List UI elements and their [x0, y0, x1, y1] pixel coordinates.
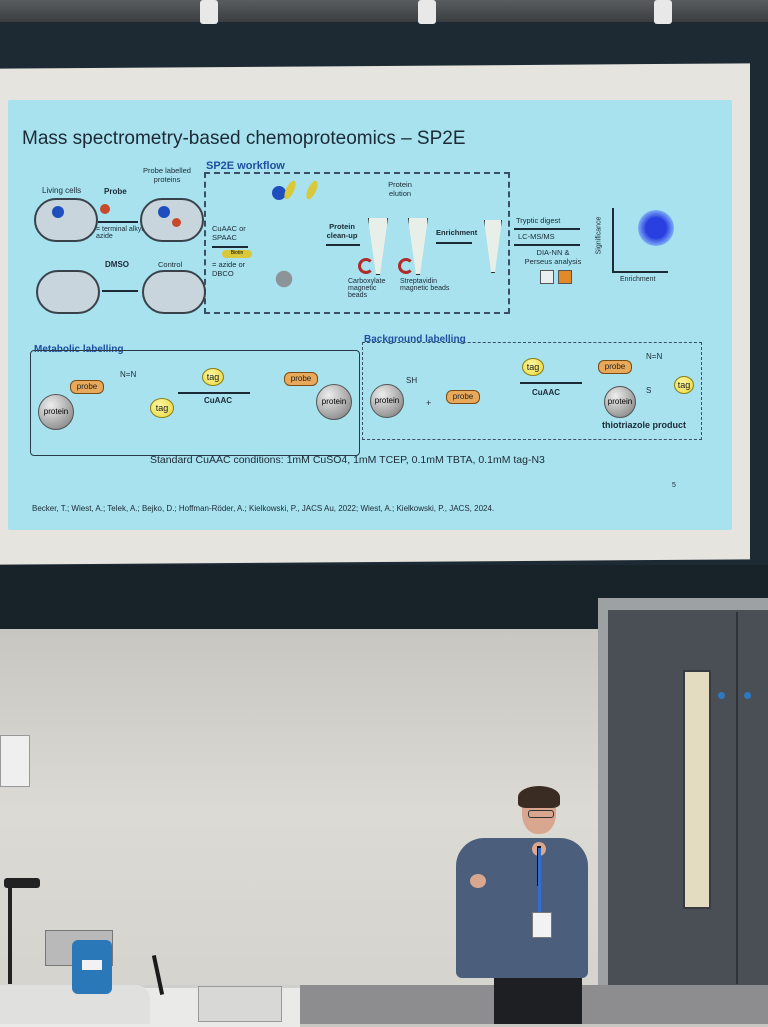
arrow-icon	[520, 382, 582, 384]
probe-pill: probe	[598, 360, 632, 374]
s-atom-label: S	[646, 386, 652, 395]
presenter-body	[456, 838, 588, 978]
control-cell-right	[142, 270, 206, 314]
magnet-icon	[398, 258, 414, 274]
tag-ball: tag	[202, 368, 224, 386]
door-window	[683, 670, 711, 909]
spotlight	[418, 0, 436, 24]
tag-ball: tag	[150, 398, 174, 418]
name-badge	[532, 912, 552, 938]
background-box	[362, 342, 702, 440]
tag-ball: tag	[674, 376, 694, 394]
probe-pill: probe	[284, 372, 318, 386]
azide-dbco-label: = azide or DBCO	[212, 260, 246, 278]
protein-icon	[158, 206, 170, 218]
cuaac-label: CuAAC	[532, 388, 560, 397]
lcms-label: LC-MS/MS	[518, 232, 555, 241]
enrichment-label: Enrichment	[436, 228, 478, 237]
glasses-icon	[528, 810, 554, 818]
dmso-label: DMSO	[105, 260, 129, 269]
presenter-hair	[518, 786, 560, 808]
protein-cleanup-label: Protein clean-up	[326, 222, 358, 240]
perseus-icon	[558, 270, 572, 284]
protein-ball: protein	[38, 394, 74, 430]
arrow-icon	[326, 244, 360, 246]
metabolic-box	[30, 350, 360, 456]
cuaac-label: CuAAC	[204, 396, 232, 405]
living-cells-label: Living cells	[42, 186, 82, 195]
cuaac-conditions: Standard CuAAC conditions: 1mM CuSO4, 1m…	[150, 454, 545, 466]
streptavidin-beads-label: Streptavidin magnetic beads	[400, 278, 450, 292]
biotin-icon: Biotin	[222, 250, 252, 258]
dia-nn-label: DIA-NN & Perseus analysis	[524, 248, 582, 266]
door-seam	[736, 612, 738, 984]
arrow-icon	[98, 221, 138, 223]
cuaac-spaac-label: CuAAC or SPAAC	[212, 224, 246, 242]
protein-icon	[272, 186, 286, 200]
carboxylate-beads-label: Carboxylate magnetic beads	[348, 278, 386, 299]
probe-pill: probe	[70, 380, 104, 394]
probe-label: Probe	[104, 187, 127, 196]
arrow-icon	[178, 392, 250, 394]
document-camera	[4, 870, 40, 985]
arrow-icon	[102, 290, 138, 292]
thiotriazole-label: thiotriazole product	[602, 420, 686, 430]
workflow-heading: SP2E workflow	[206, 160, 285, 172]
labelled-proteins-label: Probe labelled proteins	[143, 166, 191, 184]
volcano-plot-hit-cluster	[638, 210, 674, 246]
magnet-icon	[358, 258, 374, 274]
bottle-label	[82, 960, 102, 970]
probe-icon	[100, 204, 110, 214]
enrichment-axis-label: Enrichment	[620, 276, 656, 283]
arrow-icon	[514, 228, 580, 230]
spotlight	[654, 0, 672, 24]
citation: Becker, T.; Wiest, A.; Telek, A.; Bejko,…	[32, 504, 495, 513]
spotlight	[200, 0, 218, 24]
desk-console	[198, 986, 282, 1022]
background-heading: Background labelling	[364, 334, 466, 345]
y-axis	[612, 208, 614, 272]
arrow-icon	[212, 246, 248, 248]
door-sign-icon	[718, 692, 725, 699]
slide: Mass spectrometry-based chemoproteomics …	[8, 100, 732, 530]
metabolic-heading: Metabolic labelling	[34, 344, 124, 355]
arrow-icon	[514, 244, 580, 246]
tryptic-digest-label: Tryptic digest	[516, 216, 561, 225]
door-sign-icon	[744, 692, 751, 699]
slide-title: Mass spectrometry-based chemoproteomics …	[22, 128, 466, 149]
workflow-box	[204, 172, 510, 314]
x-axis	[612, 271, 668, 273]
terminal-note: = terminal alkyne or azide	[96, 226, 158, 240]
triazole-n-label: N=N	[120, 370, 137, 379]
protein-ball: protein	[316, 384, 352, 420]
protein-ball: protein	[604, 386, 636, 418]
arrow-icon	[436, 242, 472, 244]
protein-ball: protein	[370, 384, 404, 418]
protein-cluster-icon	[262, 264, 306, 294]
significance-axis-label: Significance	[595, 216, 603, 255]
presenter-hand	[470, 874, 486, 888]
sh-label: SH	[406, 376, 418, 385]
ceiling	[0, 0, 768, 22]
lanyard	[538, 848, 541, 914]
wall-notice	[0, 735, 30, 787]
tag-ball: tag	[522, 358, 544, 376]
probe-icon	[172, 218, 181, 227]
software-icon	[540, 270, 554, 284]
triazole-n-label: N=N	[646, 352, 663, 361]
control-cell-left	[36, 270, 100, 314]
page-number: 5	[672, 482, 676, 489]
protein-icon	[52, 206, 64, 218]
probe-pill: probe	[446, 390, 480, 404]
control-label: Control	[158, 260, 183, 269]
plus-sign: +	[426, 398, 432, 408]
living-cell	[34, 198, 98, 242]
protein-elution-label: Protein elution	[388, 180, 412, 198]
